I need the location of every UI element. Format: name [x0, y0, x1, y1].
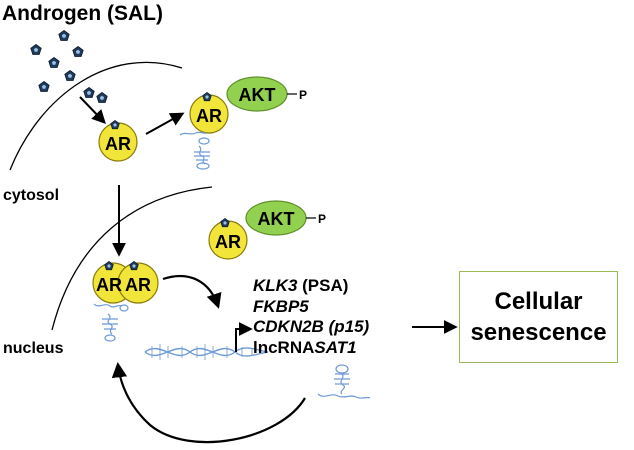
phospho-label: P: [318, 212, 326, 226]
svg-text:AR: AR: [105, 134, 131, 154]
ligand-icon: [48, 57, 60, 68]
cell-membrane-arc: [9, 61, 183, 171]
phospho-label: P: [299, 88, 307, 102]
ar-akt-membrane-complex: AKT P AR: [179, 76, 307, 170]
ar-label: AR: [125, 275, 151, 295]
outcome-line-2: senescence: [470, 319, 607, 346]
akt-label: AKT: [239, 85, 276, 105]
ar-akt-nuclear-complex: AKT P AR: [208, 200, 326, 260]
nucleus-label: nucleus: [3, 340, 64, 357]
ar-dimer: AR AR: [92, 261, 159, 342]
androgen-ligands: [30, 30, 108, 103]
outcome-line-1: Cellular: [494, 288, 583, 315]
ligand-icon: [72, 46, 84, 57]
arrow-feedback-loop: [111, 361, 306, 444]
ar-label: AR: [196, 106, 222, 126]
rna-hairpin-icon: [179, 131, 210, 170]
nuclear-envelope-arc: [51, 186, 213, 331]
ar-label: AR: [215, 232, 241, 252]
rna-transcript-icon: [317, 364, 371, 399]
gene-item: FKBP5: [253, 296, 309, 316]
cytosol-label: cytosol: [3, 187, 60, 204]
ligand-icon: [30, 44, 42, 55]
akt-label: AKT: [258, 209, 295, 229]
dna-helix-icon: [144, 344, 269, 360]
ligand-icon: [38, 81, 50, 92]
target-gene-list: KLK3 (PSA) FKBP5 CDKN2B (p15) lncRNASAT1: [253, 276, 369, 358]
rna-hairpin-icon: [93, 303, 129, 342]
ar-cytosolic: AR: [98, 120, 138, 162]
bound-ligand-icon: [220, 218, 230, 228]
gene-item: KLK3 (PSA): [253, 276, 349, 295]
ar-label: AR: [96, 275, 122, 295]
ligand-icon: [64, 70, 76, 81]
bound-ligand-icon: [110, 120, 120, 130]
transcription-start-arrow: [235, 322, 253, 352]
arrow-to-dna: [162, 274, 222, 309]
ligand-icon: [83, 87, 95, 98]
arrow-to-membrane-ar: [145, 112, 185, 135]
gene-item: lncRNASAT1: [253, 337, 357, 357]
ligand-icon: [58, 30, 70, 41]
arrow-ligand-binding: [79, 96, 106, 125]
gene-item: CDKN2B (p15): [253, 317, 370, 336]
cellular-senescence-box: Cellular senescence: [459, 271, 618, 363]
bound-ligand-icon: [202, 92, 212, 102]
ligand-icon: [96, 92, 108, 103]
diagram-title: Androgen (SAL): [2, 2, 163, 25]
